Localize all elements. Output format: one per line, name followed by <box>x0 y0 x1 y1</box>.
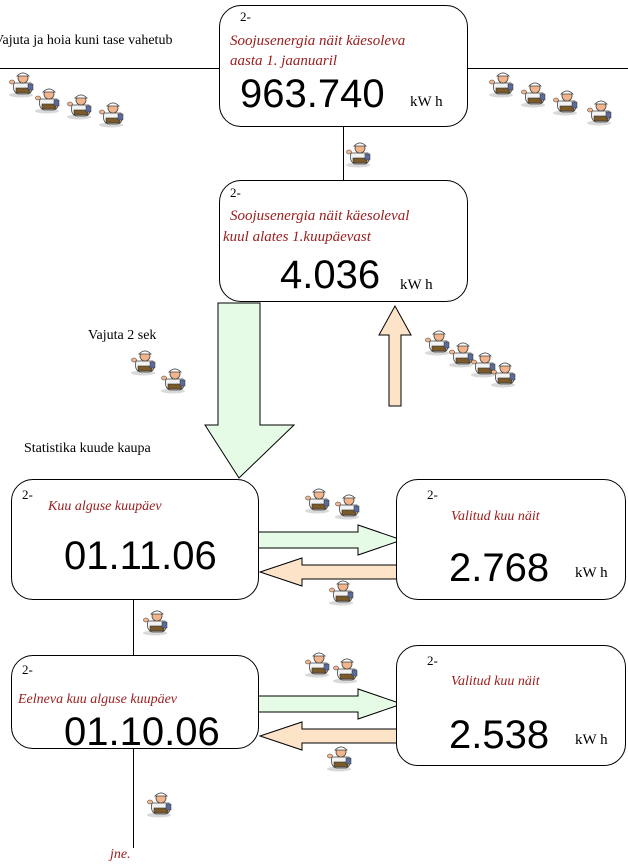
worker-clipart-icon <box>586 98 616 131</box>
read1-label: Valitud kuu näit <box>451 509 540 524</box>
reading-box-1: 2- Valitud kuu näit 2.768 kW h <box>396 479 626 600</box>
month-line2: kuul alates 1.kuupäevast <box>223 229 371 245</box>
month-value: 4.036 <box>280 253 381 297</box>
worker-clipart-icon <box>520 80 550 113</box>
read1-value: 2.768 <box>449 546 550 590</box>
worker-clipart-icon <box>470 350 500 383</box>
read2-unit: kW h <box>575 732 608 748</box>
worker-clipart-icon <box>552 88 582 121</box>
worker-clipart-icon <box>130 348 160 381</box>
month-start-box-2: 2- Eelneva kuu alguse kuupäev 01.10.06 <box>11 655 259 754</box>
top-label: Vajuta ja hoia kuni tase vahetub <box>0 33 173 48</box>
connector-year-to-month <box>343 126 345 182</box>
start1-label: Kuu alguse kuupäev <box>48 499 162 514</box>
read1-index: 2- <box>427 487 438 502</box>
worker-clipart-icon <box>146 790 176 823</box>
connector-start1-to-start2 <box>133 598 135 656</box>
year-index: 2- <box>240 9 251 24</box>
worker-clipart-icon <box>345 140 375 173</box>
worker-clipart-icon <box>488 70 518 103</box>
year-unit: kW h <box>410 94 443 110</box>
up-arrow <box>378 304 412 407</box>
read2-index: 2- <box>427 653 438 668</box>
left-arrow-1 <box>258 557 398 587</box>
worker-clipart-icon <box>448 340 478 373</box>
big-down-arrow <box>204 302 296 479</box>
stats-label: Statistika kuude kaupa <box>24 441 151 456</box>
year-value: 963.740 <box>240 72 385 116</box>
worker-clipart-icon <box>326 744 356 777</box>
worker-clipart-icon <box>8 70 38 103</box>
left-arrow-2 <box>258 721 398 751</box>
worker-clipart-icon <box>304 650 334 683</box>
right-arrow-2 <box>257 688 404 720</box>
read2-label: Valitud kuu näit <box>451 674 540 689</box>
worker-clipart-icon <box>332 656 362 689</box>
start1-index: 2- <box>22 487 33 502</box>
year-line1: Soojusenergia näit käesoleva <box>230 33 406 49</box>
start1-value: 01.11.06 <box>64 534 217 578</box>
worker-clipart-icon <box>98 100 128 133</box>
worker-clipart-icon <box>142 608 172 641</box>
right-arrow-1 <box>257 524 404 556</box>
footer-jne: jne. <box>110 847 131 862</box>
worker-clipart-icon <box>490 360 520 393</box>
start2-label: Eelneva kuu alguse kuupäev <box>18 692 177 707</box>
worker-clipart-icon <box>66 92 96 125</box>
connector-start2-down <box>133 748 135 848</box>
year-line2: aasta 1. jaanuaril <box>230 53 338 69</box>
read1-unit: kW h <box>575 565 608 581</box>
worker-clipart-icon <box>334 492 364 525</box>
press-label: Vajuta 2 sek <box>88 328 157 343</box>
worker-clipart-icon <box>34 86 64 119</box>
worker-clipart-icon <box>304 486 334 519</box>
worker-clipart-icon <box>160 366 190 399</box>
year-reading-box: 2- Soojusenergia näit käesoleva aasta 1.… <box>219 5 468 127</box>
reading-box-2: 2- Valitud kuu näit 2.538 kW h <box>396 645 626 766</box>
month-start-box-1: 2- Kuu alguse kuupäev 01.11.06 <box>11 479 259 600</box>
read2-value: 2.538 <box>449 713 550 757</box>
start2-index: 2- <box>22 662 33 677</box>
month-unit: kW h <box>400 277 433 293</box>
month-index: 2- <box>230 185 241 200</box>
month-reading-box: 2- Soojusenergia näit käesoleval kuul al… <box>219 180 468 302</box>
start2-value: 01.10.06 <box>64 710 220 754</box>
worker-clipart-icon <box>328 578 358 611</box>
month-line1: Soojusenergia näit käesoleval <box>230 208 410 224</box>
worker-clipart-icon <box>424 328 454 361</box>
